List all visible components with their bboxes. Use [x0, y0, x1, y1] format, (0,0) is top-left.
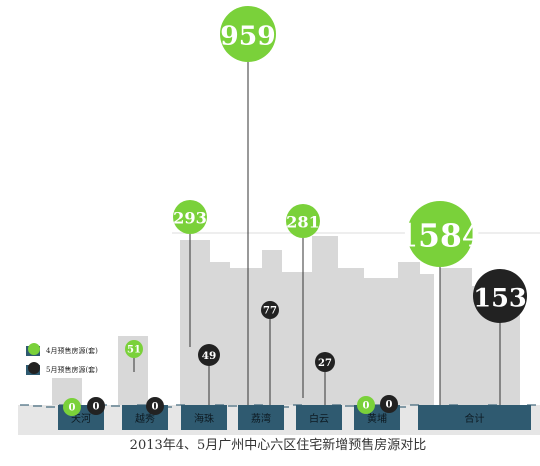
value-label-may: 27 — [318, 358, 332, 369]
category-base — [418, 405, 531, 430]
bubble-stems — [133, 62, 501, 423]
water-ripple — [111, 405, 120, 407]
water-ripple — [20, 404, 29, 406]
building — [416, 274, 434, 405]
building — [440, 268, 472, 405]
bubble-april — [220, 6, 276, 62]
category-base — [296, 405, 342, 430]
category-label: 黄埔 — [367, 412, 387, 425]
value-label-may: 49 — [202, 350, 217, 362]
water-ripple — [527, 404, 536, 406]
building — [228, 268, 266, 405]
value-label-may: 77 — [263, 305, 277, 316]
bubble-may — [315, 352, 335, 372]
bubble-april — [286, 204, 320, 238]
value-label-may: 0 — [152, 401, 159, 412]
value-label-april: 1584 — [396, 219, 483, 255]
legend-swatch — [28, 343, 40, 355]
water-ripple — [46, 406, 55, 408]
category-base — [181, 405, 227, 430]
legend-label: 5月预售房源(套) — [46, 365, 98, 374]
value-bubbles: 0 0 51 0 293 49 959 77 281 27 0 0 1584 153 — [63, 6, 527, 416]
water-ripple — [410, 404, 419, 406]
value-label-april: 281 — [286, 212, 320, 231]
city-skyline-background — [18, 232, 540, 435]
water-ripple — [176, 404, 185, 406]
bubble-april — [63, 398, 81, 416]
value-label-april: 0 — [363, 400, 370, 411]
legend: 4月预售房源(套) 5月预售房源(套) — [26, 343, 98, 375]
value-label-april: 293 — [173, 208, 207, 227]
bubble-may — [473, 269, 527, 323]
category-label: 白云 — [309, 412, 329, 425]
category-bases: 天河 越秀 海珠 荔湾 白云 黄埔 合计 — [58, 405, 531, 430]
category-label: 越秀 — [135, 412, 155, 425]
building — [180, 240, 210, 405]
building — [282, 272, 316, 405]
value-label-april: 0 — [69, 402, 76, 413]
bubble-april — [407, 201, 473, 267]
chart-title: 2013年4、5月广州中心六区住宅新增预售房源对比 — [130, 437, 427, 453]
category-label: 海珠 — [194, 412, 214, 425]
water-ripple — [228, 405, 237, 407]
bubble-may — [198, 344, 220, 366]
value-label-may: 0 — [93, 401, 100, 412]
category-label: 荔湾 — [251, 412, 271, 425]
value-label-may: 153 — [473, 283, 527, 313]
legend-label: 4月预售房源(套) — [46, 346, 98, 355]
building — [334, 268, 364, 405]
water-ripple — [345, 405, 354, 407]
haze-line — [172, 232, 540, 234]
bubble-may — [380, 395, 398, 413]
category-base — [238, 405, 284, 430]
building — [398, 262, 420, 405]
bubble-may — [87, 397, 105, 415]
bubble-april — [173, 200, 207, 234]
water-ripple — [397, 406, 406, 408]
value-label-april: 959 — [220, 21, 276, 52]
building — [262, 250, 282, 405]
building — [208, 262, 230, 405]
value-label-may: 0 — [386, 399, 393, 410]
bubble-may — [146, 397, 164, 415]
water-ripple — [280, 406, 289, 408]
legend-swatch — [28, 362, 40, 374]
building — [362, 278, 402, 405]
water-ripple — [33, 405, 42, 407]
bubble-april — [357, 396, 375, 414]
category-label: 天河 — [71, 413, 91, 425]
value-label-april: 51 — [127, 344, 141, 355]
bubble-april — [125, 340, 143, 358]
bubble-may — [261, 301, 279, 319]
category-label: 合计 — [465, 412, 485, 425]
